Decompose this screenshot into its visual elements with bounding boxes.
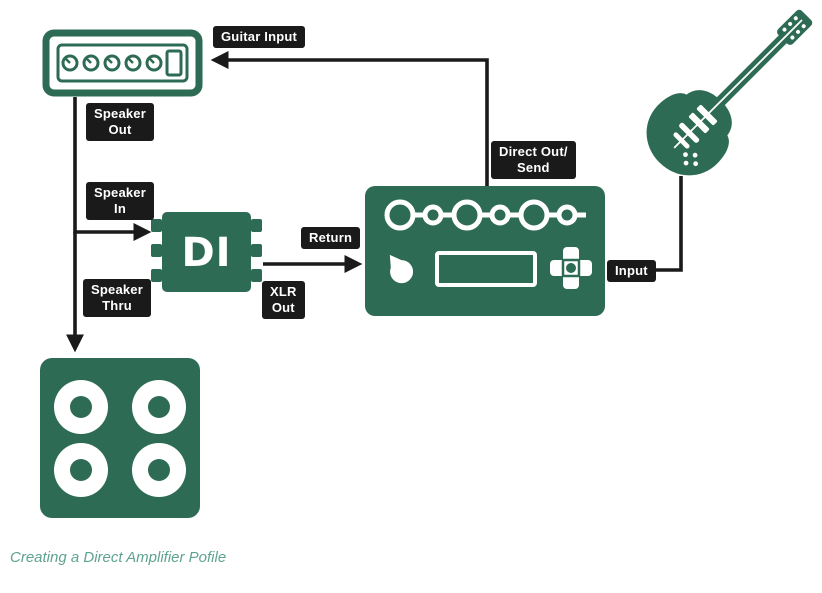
label-direct-out-send: Direct Out/ Send <box>491 141 576 179</box>
amp-head-icon <box>42 29 203 97</box>
di-box-label: DI <box>181 230 231 276</box>
label-return: Return <box>301 227 361 249</box>
profiler-icon <box>365 186 605 316</box>
profiler-display <box>435 251 537 287</box>
guitar-icon <box>646 9 813 176</box>
label-input: Input <box>607 260 656 282</box>
label-speaker-thru: Speaker Thru <box>83 279 151 317</box>
guitar-to-input-wire <box>608 176 683 279</box>
speaker-cabinet-icon <box>40 358 200 518</box>
label-guitar-input: Guitar Input <box>213 26 306 48</box>
dpad-icon <box>550 247 592 289</box>
di-box-icon: DI <box>151 212 262 292</box>
chicken-knob-icon <box>389 254 414 284</box>
label-xlr-out: XLR Out <box>262 281 305 319</box>
signal-wires <box>66 51 683 353</box>
label-speaker-in: Speaker In <box>86 182 154 220</box>
direct-out-to-guitar-input-wire <box>210 51 489 186</box>
caption: Creating a Direct Amplifier Pofile <box>10 549 227 566</box>
label-speaker-out: Speaker Out <box>86 103 154 141</box>
